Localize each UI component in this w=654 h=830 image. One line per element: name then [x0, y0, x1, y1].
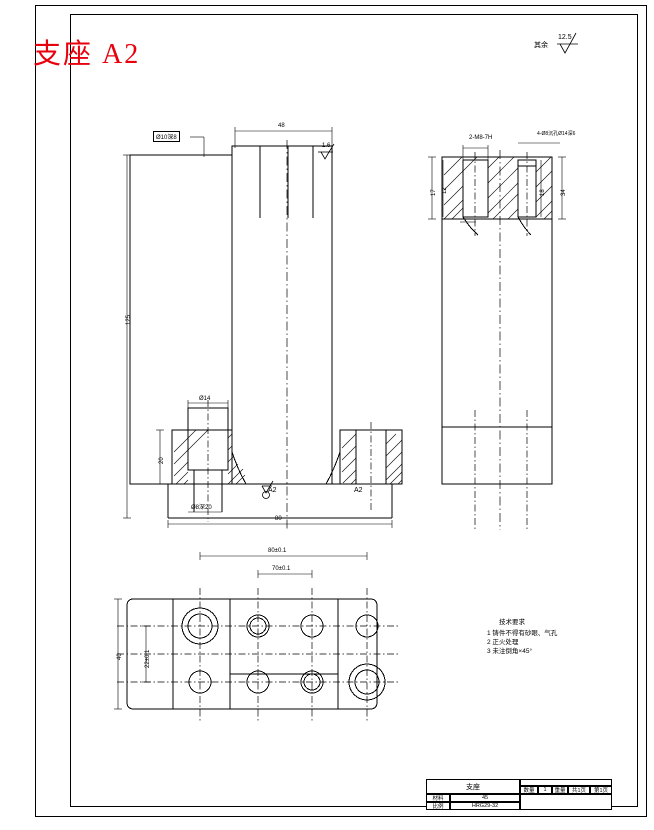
sheet-inner-border — [70, 14, 638, 807]
technical-note-item: 2 正火处理 — [487, 639, 519, 646]
front-view-bottom-hole-dim: Ø8深20 — [191, 505, 212, 511]
title-block-signature-area — [520, 794, 612, 810]
technical-note-item: 3 未注倒角×45° — [487, 648, 533, 655]
plan-inner-dim: 70±0.1 — [272, 566, 291, 572]
plan-vert-inner-dim: 22±0.1 — [145, 649, 151, 668]
title-block: 支座 材料 45 比例 HRG29-32 数量 1 重量 共1页 第1页 — [426, 779, 612, 810]
title-block-material-value: 45 — [450, 794, 520, 802]
title-block-col-total-pages: 共1页 — [568, 786, 590, 794]
title-block-col-page: 第1页 — [590, 786, 612, 794]
technical-notes-block: 技术要求 1 铸件不得有砂眼、气孔 2 正火处理 3 未注倒角×45° — [487, 618, 557, 656]
title-block-col-weight: 重量 — [552, 786, 568, 794]
global-finish-prefix: 其余 — [534, 42, 548, 49]
section-mark-a: A2 — [268, 487, 277, 494]
title-block-scale-label: 比例 — [426, 802, 450, 810]
title-block-col-qty-value: 1 — [538, 786, 552, 794]
plan-height-dim: 40 — [117, 653, 123, 660]
technical-note-item: 1 铸件不得有砂眼、气孔 — [487, 630, 558, 637]
title-block-top-right-cell — [520, 779, 612, 786]
title-block-scale-value: HRG29-32 — [450, 802, 520, 810]
technical-notes-heading: 技术要求 — [499, 619, 525, 626]
title-block-col-qty: 数量 — [520, 786, 538, 794]
front-view-local-finish: 1.6 — [322, 143, 331, 149]
title-block-material-label: 材料 — [426, 794, 450, 802]
global-finish-value: 12.5 — [558, 34, 572, 41]
title-block-part-name: 支座 — [426, 779, 520, 794]
front-view-top-width-dim: 48 — [278, 123, 285, 129]
section-right-callout: 4-Ø8沉孔Ø14深6 — [537, 131, 576, 137]
section-thread-callout: 2-M8-7H — [469, 135, 493, 141]
section-mark-a2: A2 — [354, 487, 363, 494]
front-view-leader-label: Ø10深8 — [153, 131, 180, 142]
front-view-counterbore-dim: Ø14 — [199, 396, 211, 402]
page-title: 支座 A2 — [33, 39, 141, 70]
front-view-overall-width-dim: 80 — [275, 516, 282, 522]
sheet-outer-border — [35, 5, 647, 817]
plan-width-dim: 80±0.1 — [268, 548, 287, 554]
